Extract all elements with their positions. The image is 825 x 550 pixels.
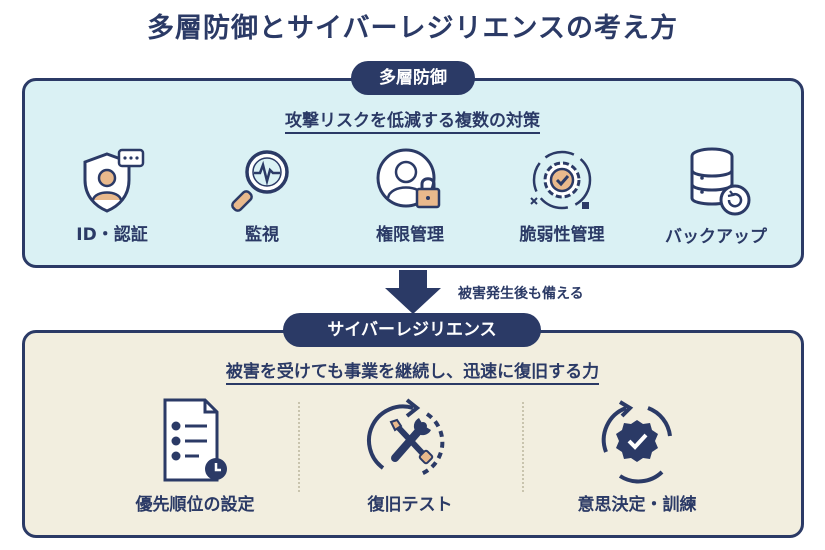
defense-item-id-auth: ID・認証: [60, 146, 164, 245]
resilience-item-decision-training: 意思決定・訓練: [552, 396, 722, 515]
page-title: 多層防御とサイバーレジリエンスの考え方: [147, 13, 678, 44]
defense-item-label: 監視: [245, 225, 279, 245]
defense-badge: 多層防御: [351, 61, 475, 95]
defense-subtitle: 攻撃リスクを低減する複数の対策: [0, 106, 825, 134]
database-restore-icon: [690, 147, 751, 216]
down-arrow-icon: [385, 270, 441, 314]
arrow-note: 被害発生後も備える: [458, 286, 584, 302]
defense-item-label: ID・認証: [76, 225, 148, 245]
dotted-divider: [298, 402, 300, 492]
resilience-item-label: 復旧テスト: [367, 495, 453, 515]
resilience-item-priority: 優先順位の設定: [110, 396, 280, 515]
defense-item-label: 権限管理: [376, 225, 444, 245]
checklist-clock-icon: [163, 398, 227, 482]
defense-item-monitoring: 監視: [210, 146, 314, 245]
user-lock-icon: [376, 148, 441, 209]
tools-cycle-icon: [367, 398, 445, 476]
defense-item-label: バックアップ: [665, 227, 767, 247]
resilience-item-label: 意思決定・訓練: [577, 495, 697, 515]
gear-check-icon: [530, 150, 592, 210]
resilience-item-recovery-test: 復旧テスト: [330, 396, 490, 515]
badge-check-cycle-icon: [601, 400, 672, 484]
magnifier-pulse-icon: [231, 150, 289, 212]
defense-item-vulnerability: 脆弱性管理: [507, 146, 617, 245]
defense-item-backup: バックアップ: [654, 146, 778, 247]
defense-item-label: 脆弱性管理: [519, 225, 605, 245]
resilience-subtitle: 被害を受けても事業を継続し、迅速に復旧する力: [0, 357, 825, 385]
dotted-divider: [522, 402, 524, 492]
defense-item-access: 権限管理: [358, 146, 462, 245]
resilience-item-label: 優先順位の設定: [135, 495, 255, 515]
resilience-badge: サイバーレジリエンス: [283, 313, 541, 347]
shield-user-icon: [83, 148, 145, 213]
